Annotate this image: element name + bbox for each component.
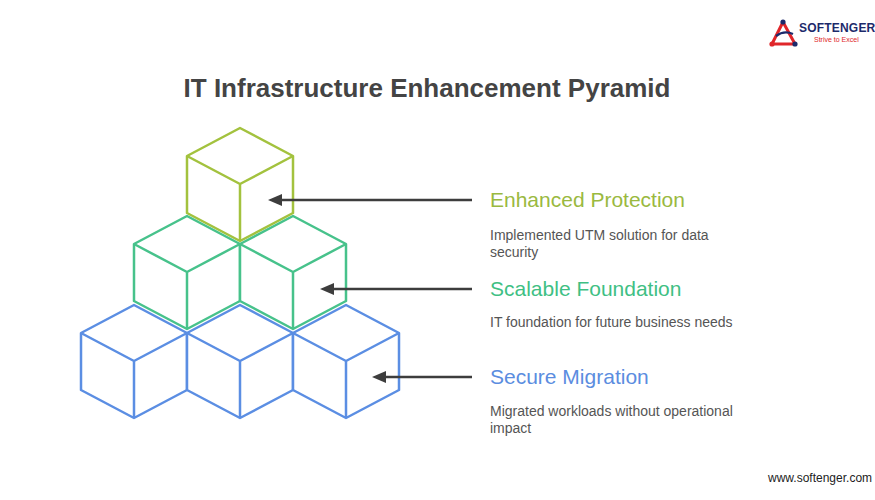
diagram-title: IT Infrastructure Enhancement Pyramid xyxy=(0,71,854,105)
tier-heading: Scalable Foundation xyxy=(490,276,681,302)
logo-name: SOFTENGER xyxy=(799,21,875,35)
bottom-cubes xyxy=(81,305,399,418)
logo-tagline: Strive to Excel xyxy=(814,35,859,44)
tier-description: IT foundation for future business needs xyxy=(490,314,748,331)
website-url: www.softenger.com xyxy=(768,470,872,486)
tier-heading: Secure Migration xyxy=(490,364,649,390)
tier-description: Implemented UTM solution for data securi… xyxy=(490,227,748,261)
logo-icon xyxy=(769,19,797,46)
tier-description: Migrated workloads without operational i… xyxy=(490,403,748,437)
leader-arrows xyxy=(268,194,472,383)
tier-heading: Enhanced Protection xyxy=(490,187,685,213)
